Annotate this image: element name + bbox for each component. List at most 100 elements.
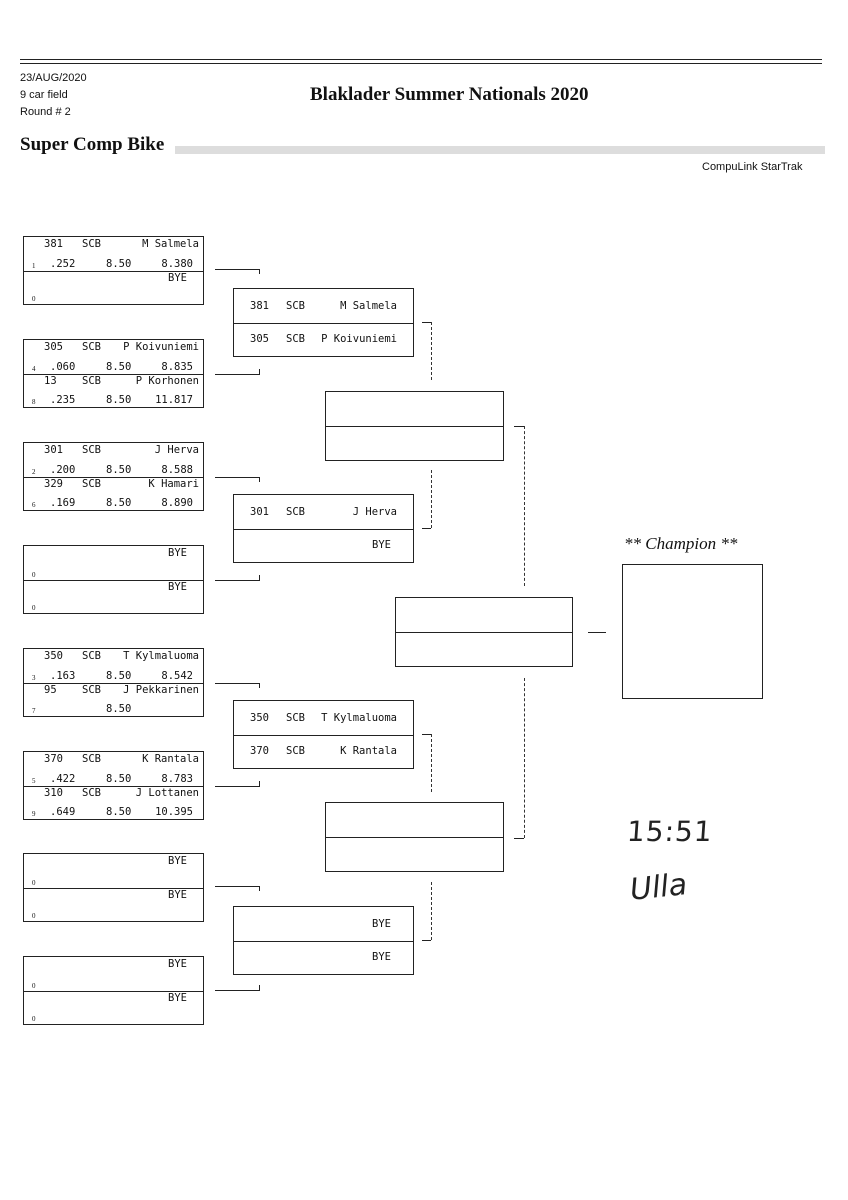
- class-code: SCB: [82, 374, 101, 387]
- handwritten-signature: Ulla: [628, 867, 689, 908]
- connector: [524, 678, 525, 838]
- lane-number: 9: [32, 810, 36, 818]
- connector: [524, 426, 525, 586]
- car-number: 350: [250, 711, 269, 724]
- dial-in: 8.50: [106, 772, 132, 785]
- champion-label: ** Champion **: [624, 534, 738, 553]
- reaction-time: .235: [50, 394, 76, 406]
- bye-label: BYE: [168, 991, 187, 1004]
- lane-number: 3: [32, 673, 36, 682]
- bye-label: BYE: [168, 855, 187, 867]
- reaction-time: .163: [50, 669, 76, 682]
- lane-number: 1: [32, 261, 36, 270]
- final-to-champion-line: [588, 632, 606, 633]
- bye-label: BYE: [168, 580, 187, 593]
- class-code: SCB: [82, 650, 101, 662]
- bye-label: BYE: [168, 958, 187, 970]
- class-title: Super Comp Bike: [20, 134, 165, 155]
- elapsed-time: 8.380: [161, 257, 193, 270]
- rider-name: T Kylmaluoma: [123, 650, 199, 662]
- rider-name: P Koivuniemi: [321, 333, 397, 346]
- final-pair: [395, 597, 573, 667]
- class-code: SCB: [286, 299, 305, 312]
- car-number: 305: [44, 341, 63, 353]
- car-number: 370: [250, 745, 269, 758]
- rider-name: J Lottanen: [135, 786, 199, 799]
- class-code: SCB: [82, 477, 101, 490]
- elapsed-time: 8.588: [161, 463, 193, 476]
- connector: [431, 734, 432, 792]
- connector: [215, 683, 260, 684]
- title-dotted-rule: [175, 146, 825, 154]
- rider-name: J Herva: [352, 505, 397, 518]
- car-number: 310: [44, 786, 63, 799]
- class-code: SCB: [286, 333, 305, 346]
- lane-number: 0: [32, 604, 36, 612]
- lane-number: 2: [32, 467, 36, 476]
- lane-number: 5: [32, 776, 36, 785]
- lane-number: 0: [32, 570, 36, 579]
- connector: [431, 470, 432, 528]
- class-code: SCB: [286, 711, 305, 724]
- rider-name: M Salmela: [340, 299, 397, 312]
- class-code: SCB: [82, 683, 101, 696]
- dial-in: 8.50: [106, 703, 132, 715]
- elapsed-time: 10.395: [155, 806, 193, 818]
- round-label: Round # 2: [20, 106, 71, 118]
- class-code: SCB: [82, 341, 101, 353]
- lane-number: 0: [32, 295, 36, 303]
- lane-number: 4: [32, 364, 36, 373]
- car-number: 95: [44, 683, 57, 696]
- rider-name: P Korhonen: [135, 374, 199, 387]
- champion-box: [622, 564, 763, 699]
- rider-name: P Koivuniemi: [123, 341, 199, 353]
- reaction-time: .060: [50, 360, 76, 373]
- class-code: SCB: [286, 745, 305, 758]
- rider-name: K Hamari: [148, 477, 199, 490]
- connector: [215, 580, 260, 581]
- rider-name: J Herva: [154, 444, 199, 456]
- connector: [215, 374, 260, 375]
- round2-pair-4: BYE BYE: [233, 906, 414, 975]
- lane-number: 6: [32, 501, 36, 509]
- connector: [215, 269, 260, 270]
- lane-number: 0: [32, 878, 36, 887]
- reaction-time: .252: [50, 257, 76, 270]
- car-number: 350: [44, 650, 63, 662]
- bye-label: BYE: [168, 271, 187, 284]
- event-title: Blaklader Summer Nationals 2020: [310, 84, 589, 105]
- round3-pair-2: [325, 802, 504, 872]
- class-code: SCB: [82, 786, 101, 799]
- car-number: 329: [44, 477, 63, 490]
- lane-number: 7: [32, 707, 36, 715]
- handwritten-time: 15:51: [625, 815, 714, 848]
- connector: [215, 477, 260, 478]
- connector: [215, 886, 260, 887]
- bye-label: BYE: [372, 951, 391, 964]
- reaction-time: .649: [50, 806, 76, 818]
- connector: [215, 786, 260, 787]
- elapsed-time: 8.542: [161, 669, 193, 682]
- car-number: 381: [44, 238, 63, 250]
- dial-in: 8.50: [106, 360, 132, 373]
- car-number: 301: [44, 444, 63, 456]
- reaction-time: .200: [50, 463, 76, 476]
- bye-label: BYE: [168, 888, 187, 901]
- rider-name: M Salmela: [142, 238, 199, 250]
- bye-label: BYE: [168, 547, 187, 559]
- bye-label: BYE: [372, 917, 391, 930]
- bye-label: BYE: [372, 539, 391, 552]
- field-size: 9 car field: [20, 89, 68, 101]
- reaction-time: .422: [50, 772, 76, 785]
- car-number: 13: [44, 374, 57, 387]
- dial-in: 8.50: [106, 497, 132, 509]
